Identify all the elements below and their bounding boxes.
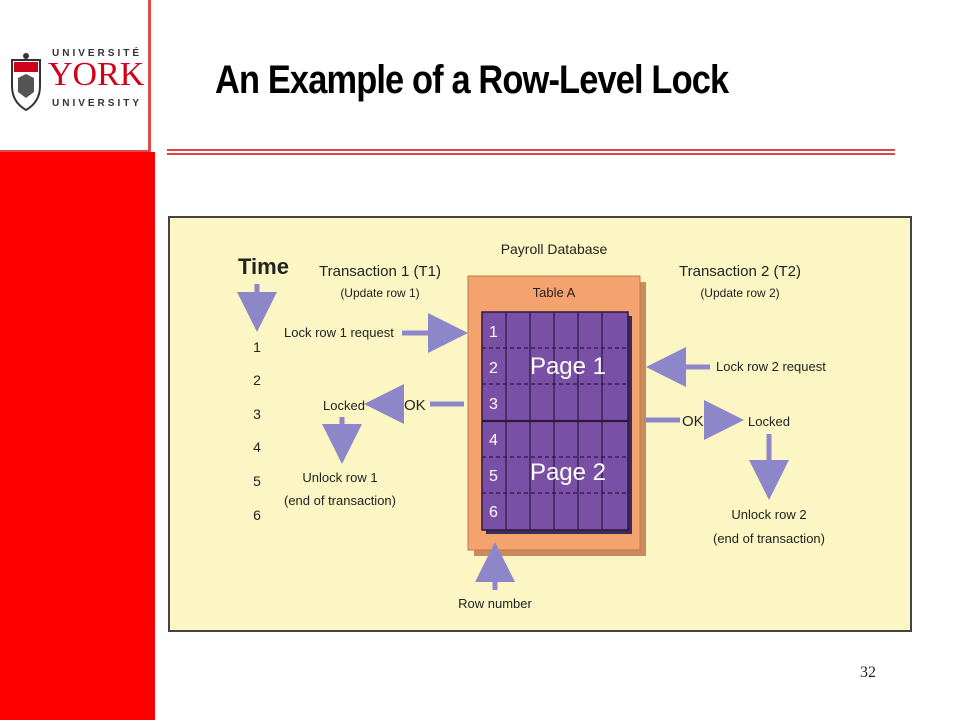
left-red-bar xyxy=(0,152,155,720)
t1-request: Lock row 1 request xyxy=(284,325,394,340)
t1-subtitle: (Update row 1) xyxy=(340,286,419,300)
t1-locked: Locked xyxy=(323,398,365,413)
t1-unlock-note: (end of transaction) xyxy=(284,493,396,508)
crest-icon xyxy=(11,53,41,112)
time-label: Time xyxy=(238,254,289,279)
york-university-logo: UNIVERSITÉ YORK UNIVERSITY xyxy=(8,48,148,118)
t2-subtitle: (Update row 2) xyxy=(700,286,779,300)
database-label: Payroll Database xyxy=(501,241,608,257)
row-number: 4 xyxy=(489,432,498,449)
t2-unlock: Unlock row 2 xyxy=(731,507,806,522)
row-number-column: 1 2 3 4 5 6 xyxy=(489,324,498,521)
grid-lines xyxy=(482,312,628,530)
page1-label: Page 1 xyxy=(530,353,606,380)
t2-ok: OK xyxy=(682,413,704,430)
time-step: 1 xyxy=(253,339,261,355)
logo-university: UNIVERSITY xyxy=(52,98,143,109)
t2-title: Transaction 2 (T2) xyxy=(679,263,801,280)
row-number: 5 xyxy=(489,468,498,485)
row-number: 3 xyxy=(489,396,498,413)
slide-title: An Example of a Row-Level Lock xyxy=(215,58,729,102)
t2-locked: Locked xyxy=(748,414,790,429)
title-underline-top xyxy=(167,149,895,151)
t2-request: Lock row 2 request xyxy=(716,359,826,374)
time-step: 4 xyxy=(253,439,261,455)
logo-divider-vertical xyxy=(148,0,151,152)
t2-unlock-note: (end of transaction) xyxy=(713,531,825,546)
page-number: 32 xyxy=(860,664,876,681)
logo-universite: UNIVERSITÉ xyxy=(52,48,143,59)
time-step: 2 xyxy=(253,372,261,388)
row-number: 6 xyxy=(489,504,498,521)
row-number: 2 xyxy=(489,360,498,377)
row-number-label: Row number xyxy=(458,596,532,611)
time-step: 3 xyxy=(253,406,261,422)
t1-unlock: Unlock row 1 xyxy=(302,470,377,485)
row-level-lock-diagram: Table A 1 2 3 4 5 6 Page 1 Page 2 Payrol… xyxy=(168,216,912,632)
logo-divider-horizontal xyxy=(0,150,151,152)
t1-title: Transaction 1 (T1) xyxy=(319,263,441,280)
title-underline-bottom xyxy=(167,153,895,155)
page2-label: Page 2 xyxy=(530,459,606,486)
time-steps: 1 2 3 4 5 6 xyxy=(253,339,261,523)
logo-york: YORK xyxy=(48,56,145,93)
table-label: Table A xyxy=(533,285,576,300)
t1-ok: OK xyxy=(404,397,426,414)
time-step: 6 xyxy=(253,507,261,523)
row-number: 1 xyxy=(489,324,498,341)
time-step: 5 xyxy=(253,473,261,489)
